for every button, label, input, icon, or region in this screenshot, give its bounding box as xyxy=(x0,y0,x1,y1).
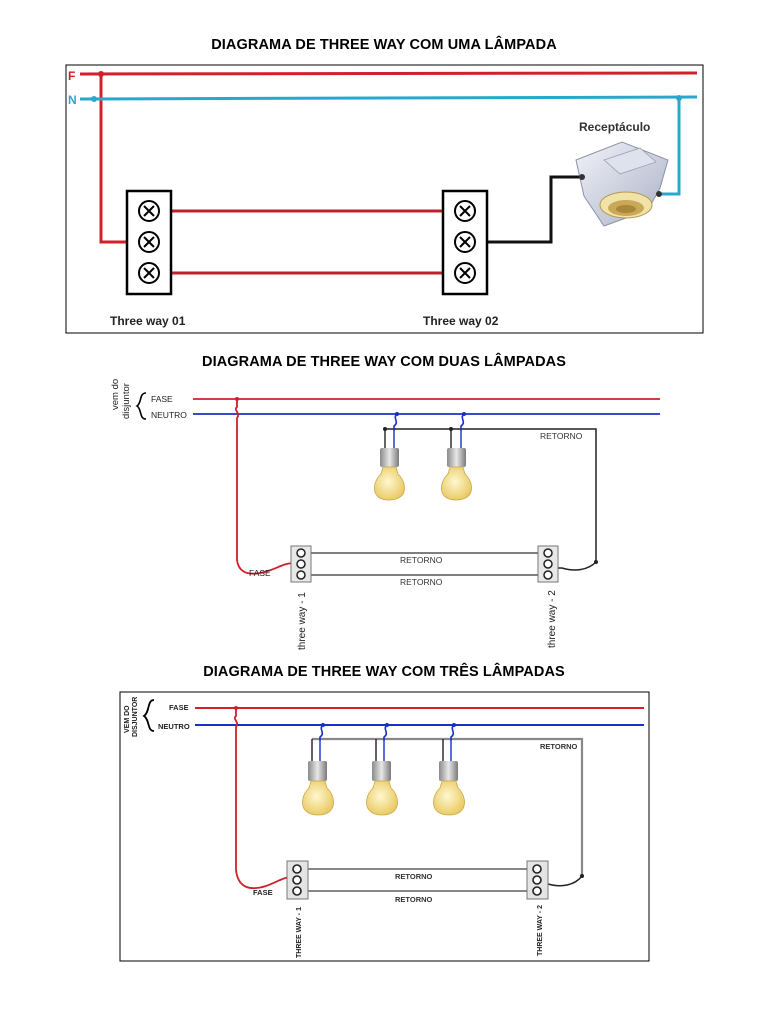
terminal-screw-icon xyxy=(296,570,306,580)
diagram-1: F N xyxy=(65,64,704,334)
light-bulb-icon xyxy=(302,780,334,816)
fase-label: FASE xyxy=(169,703,189,712)
lamp-socket-icon xyxy=(372,761,391,781)
switch-1-label: Three way 01 xyxy=(110,314,186,328)
terminal-screw-icon xyxy=(138,231,160,253)
switch-1-label: three way - 1 xyxy=(297,592,308,650)
terminal-screw-icon xyxy=(296,548,306,558)
retorno-bottom-label: RETORNO xyxy=(400,577,443,587)
neutro-label: NEUTRO xyxy=(151,410,187,420)
terminal-screw-icon xyxy=(292,886,302,896)
lamp-socket-icon xyxy=(447,448,466,467)
light-bulb-icon xyxy=(433,780,465,816)
receptacle-icon xyxy=(575,141,669,227)
fase-label: FASE xyxy=(151,394,173,404)
switch-1-label: THREE WAY - 1 xyxy=(296,907,303,958)
source-label-line2: DISJUNTOR xyxy=(132,697,139,737)
neutral-to-receptacle xyxy=(660,98,681,196)
three-way-switch-2 xyxy=(441,189,489,296)
phase-drop-wire xyxy=(234,399,300,575)
source-label-line1: vem do xyxy=(110,379,121,410)
terminal-screw-icon xyxy=(138,200,160,222)
retorno-mid-label: RETORNO xyxy=(400,555,443,565)
terminal-screw-icon xyxy=(543,548,553,558)
neutral-label: N xyxy=(68,93,77,107)
three-way-switch-2 xyxy=(526,860,549,900)
three-way-switch-1 xyxy=(125,189,173,296)
lamp-2 xyxy=(441,429,472,501)
neutral-wire xyxy=(79,95,698,101)
terminal-screw-icon xyxy=(292,875,302,885)
retorno-top-label: RETORNO xyxy=(540,742,578,751)
terminal-screw-icon xyxy=(454,200,476,222)
diagram-3: VEM DO DISJUNTOR FASE NEUTRO FASE RETORN… xyxy=(119,691,650,962)
retorno-bottom-label: RETORNO xyxy=(395,895,433,904)
lamp-2 xyxy=(366,739,398,816)
terminal-screw-icon xyxy=(296,559,306,569)
diagram-2-title: DIAGRAMA DE THREE WAY COM DUAS LÂMPADAS xyxy=(202,354,566,370)
fase-wire-label: FASE xyxy=(249,568,271,578)
lamp-3 xyxy=(433,739,465,816)
light-bulb-icon xyxy=(366,780,398,816)
light-bulb-icon xyxy=(374,466,405,501)
phase-drop-wire xyxy=(233,708,297,890)
terminal-screw-icon xyxy=(138,262,160,284)
phase-drop-wire xyxy=(99,74,132,244)
receptacle-label: Receptáculo xyxy=(579,120,650,134)
terminal-screw-icon xyxy=(543,559,553,569)
lamp-1 xyxy=(302,739,334,816)
terminal-screw-icon xyxy=(454,262,476,284)
return-wire xyxy=(478,175,582,244)
neutro-label: NEUTRO xyxy=(158,722,190,731)
terminal-screw-icon xyxy=(292,864,302,874)
return-wire xyxy=(312,737,584,876)
three-way-switch-1 xyxy=(290,545,312,583)
neutral-junction xyxy=(91,96,97,102)
switch-2-label: THREE WAY - 2 xyxy=(537,905,544,956)
terminal-screw-icon xyxy=(532,864,542,874)
terminal-screw-icon xyxy=(454,231,476,253)
switch-2-label: three way - 2 xyxy=(547,590,558,648)
retorno-mid-label: RETORNO xyxy=(395,872,433,881)
lamp-socket-icon xyxy=(380,448,399,467)
diagram-3-title: DIAGRAMA DE THREE WAY COM TRÊS LÂMPADAS xyxy=(203,664,565,680)
diagram-1-title: DIAGRAMA DE THREE WAY COM UMA LÂMPADA xyxy=(211,37,557,53)
three-way-switch-1 xyxy=(286,860,309,900)
fase-wire-label: FASE xyxy=(253,888,273,897)
light-bulb-icon xyxy=(441,466,472,501)
lamp-1 xyxy=(374,429,405,501)
brace-icon xyxy=(135,392,147,420)
terminal-screw-icon xyxy=(543,570,553,580)
diagram-3-frame xyxy=(119,691,650,962)
lamp-socket-icon xyxy=(308,761,327,781)
return-wire xyxy=(385,428,597,562)
three-way-switch-2 xyxy=(537,545,559,583)
terminal-screw-icon xyxy=(532,875,542,885)
lamp-socket-icon xyxy=(439,761,458,781)
phase-label: F xyxy=(68,69,75,83)
retorno-top-label: RETORNO xyxy=(540,431,583,441)
source-label-line2: disjuntor xyxy=(121,383,132,419)
switch-2-label: Three way 02 xyxy=(423,314,499,328)
source-label-line1: VEM DO xyxy=(124,705,131,733)
phase-wire xyxy=(79,71,698,76)
diagram-2: vem do disjuntor FASE NEUTRO FASE RETORN… xyxy=(110,379,660,650)
terminal-screw-icon xyxy=(532,886,542,896)
brace-icon xyxy=(142,699,155,732)
